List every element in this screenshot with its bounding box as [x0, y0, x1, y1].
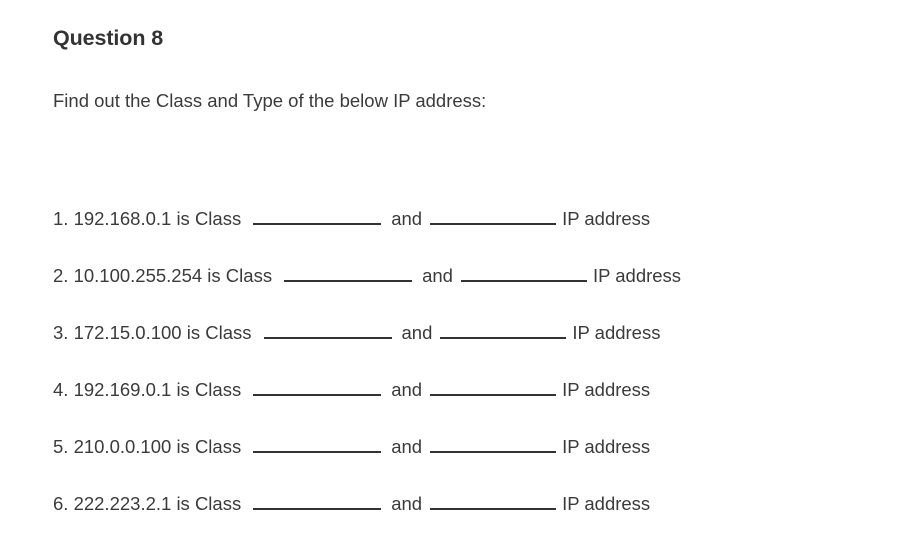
- row-suffix-label: IP address: [592, 265, 682, 286]
- row-lead-text: 5. 210.0.0.100 is Class: [53, 436, 242, 457]
- row-lead-text: 3. 172.15.0.100 is Class: [53, 322, 252, 343]
- list-item: 5. 210.0.0.100 is Class and IP address: [53, 431, 898, 488]
- row-suffix-label: IP address: [562, 379, 651, 400]
- class-blank-input[interactable]: [253, 374, 382, 396]
- list-item: 2. 10.100.255.254 is Class and IP address: [53, 260, 898, 317]
- class-blank-input[interactable]: [253, 488, 382, 510]
- class-blank-input[interactable]: [284, 260, 413, 282]
- list-item: 6. 222.223.2.1 is Class and IP address: [53, 488, 898, 545]
- type-blank-input[interactable]: [430, 203, 557, 225]
- conjunction-label: and: [422, 265, 453, 286]
- conjunction-label: and: [401, 322, 433, 343]
- row-suffix-label: IP address: [562, 208, 651, 229]
- page-title: Question 8: [53, 26, 164, 50]
- conjunction-label: and: [391, 493, 423, 514]
- class-blank-input[interactable]: [253, 431, 382, 453]
- conjunction-label: and: [391, 436, 423, 457]
- list-item: 3. 172.15.0.100 is Class and IP address: [53, 317, 898, 374]
- row-lead-text: 4. 192.169.0.1 is Class: [53, 379, 242, 400]
- class-blank-input[interactable]: [263, 317, 392, 339]
- row-suffix-label: IP address: [572, 322, 661, 343]
- list-item: 4. 192.169.0.1 is Class and IP address: [53, 374, 898, 431]
- type-blank-input[interactable]: [430, 488, 557, 510]
- answer-list: 1. 192.168.0.1 is Class and IP address 2. …: [53, 203, 898, 545]
- type-blank-input[interactable]: [430, 374, 557, 396]
- list-item: 1. 192.168.0.1 is Class and IP address: [53, 203, 898, 260]
- type-blank-input[interactable]: [460, 260, 587, 282]
- class-blank-input[interactable]: [253, 203, 382, 225]
- type-blank-input[interactable]: [430, 431, 557, 453]
- row-suffix-label: IP address: [562, 493, 651, 514]
- row-lead-text: 1. 192.168.0.1 is Class: [53, 208, 242, 229]
- row-lead-text: 6. 222.223.2.1 is Class: [53, 493, 242, 514]
- row-suffix-label: IP address: [562, 436, 651, 457]
- type-blank-input[interactable]: [440, 317, 567, 339]
- row-lead-text: 2. 10.100.255.254 is Class: [53, 265, 273, 286]
- question-prompt: Find out the Class and Type of the below…: [53, 90, 487, 111]
- conjunction-label: and: [391, 208, 423, 229]
- conjunction-label: and: [391, 379, 423, 400]
